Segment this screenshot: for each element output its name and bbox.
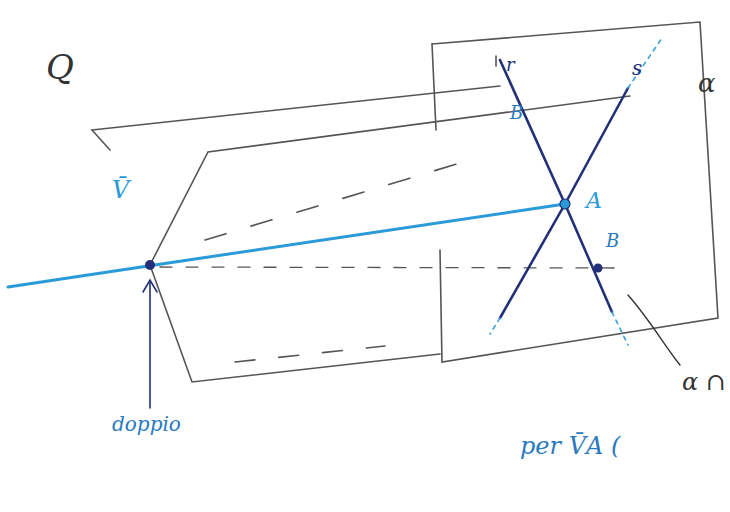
leader-line [628,295,680,365]
leader-line [149,282,151,408]
cone-edge [150,265,440,382]
plane-name: α [698,70,716,96]
plane-edge [495,56,497,66]
point-label: V̄ [112,178,129,202]
point-a [560,199,570,209]
plane-edge [92,130,110,150]
line-label: r [506,56,515,74]
line-label: s [632,58,642,78]
hidden-line [160,267,620,268]
hidden-line [205,160,470,240]
line-r [612,312,628,345]
hidden-line [235,346,385,362]
note-text: per V̄A ( [520,434,620,458]
point-label: B [606,232,619,250]
point-label: A [586,190,602,212]
line-va [8,204,565,287]
plane-alpha [432,22,718,362]
point-b [594,264,603,273]
note-text: doppio [112,414,181,434]
leader-arrow [143,280,157,292]
line-s [628,38,662,88]
point-v [145,260,155,270]
plane-alpha [432,44,436,130]
line-s [490,318,500,334]
cone-edge [150,96,630,265]
note-text: α ∩ [682,370,726,394]
plane-edge [92,86,500,130]
point-label: B [510,104,523,122]
line-r [500,60,612,312]
line-s [500,88,628,318]
plane-name: Q [46,50,74,84]
